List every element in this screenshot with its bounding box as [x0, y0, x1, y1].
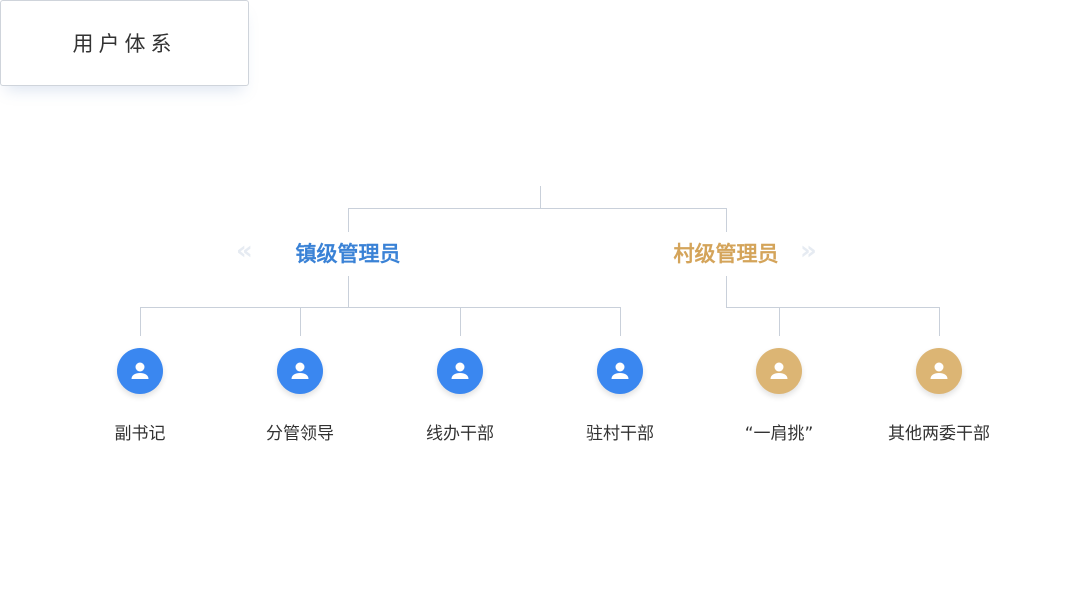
connector — [726, 307, 940, 308]
group-town-admin: 镇级管理员 — [295, 242, 401, 266]
member-label: 线办干部 — [426, 424, 494, 444]
root-node-user-system: 用户体系 — [0, 0, 249, 86]
connector — [939, 307, 940, 336]
user-icon — [117, 348, 163, 394]
user-icon — [277, 348, 323, 394]
connector — [348, 208, 349, 232]
member-label: 分管领导 — [266, 424, 334, 444]
connector — [348, 276, 349, 307]
user-icon — [916, 348, 962, 394]
user-icon — [597, 348, 643, 394]
connector — [726, 208, 727, 232]
member-node: 驻村干部 — [550, 348, 690, 444]
member-node: 分管领导 — [230, 348, 370, 444]
connector — [140, 307, 621, 308]
connector — [726, 276, 727, 307]
connector — [540, 186, 541, 208]
chevron-left-icon: « — [236, 236, 253, 266]
group-village-admin: 村级管理员 — [673, 242, 779, 266]
member-label: 副书记 — [114, 424, 166, 444]
user-icon — [756, 348, 802, 394]
user-icon — [437, 348, 483, 394]
connector — [620, 307, 621, 336]
member-node: 副书记 — [70, 348, 210, 444]
connector — [460, 307, 461, 336]
connector — [140, 307, 141, 336]
root-label: 用户体系 — [72, 32, 177, 56]
member-node: 线办干部 — [390, 348, 530, 444]
member-label: 驻村干部 — [586, 424, 654, 444]
chevron-right-icon: » — [800, 236, 817, 266]
member-label: “一肩挑” — [744, 424, 814, 444]
member-node: 其他两委干部 — [869, 348, 1009, 444]
connector — [348, 208, 727, 209]
connector — [779, 307, 780, 336]
member-label: 其他两委干部 — [888, 424, 990, 444]
member-node: “一肩挑” — [709, 348, 849, 444]
connector — [300, 307, 301, 336]
